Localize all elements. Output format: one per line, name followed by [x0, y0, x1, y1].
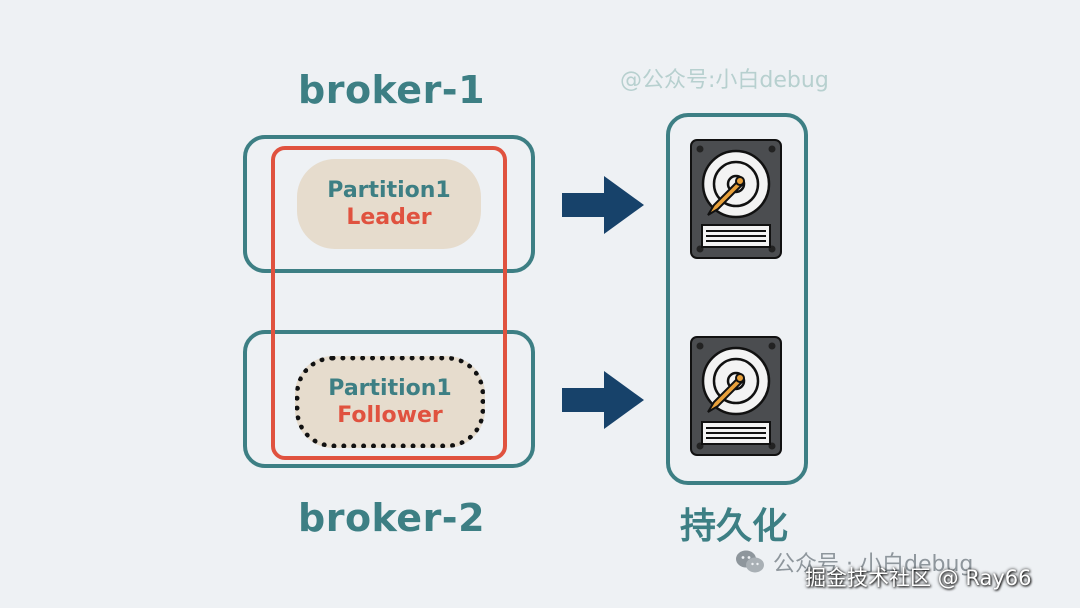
partition-follower-pill: Partition1 Follower	[295, 356, 485, 448]
credit-text: 掘金技术社区 @ Ray66	[805, 566, 1032, 590]
broker-1-title: broker-1	[298, 68, 486, 112]
partition-follower-name: Partition1	[328, 375, 452, 401]
hard-drive-icon	[690, 139, 782, 259]
storage-title: 持久化	[680, 506, 789, 547]
wechat-icon	[736, 550, 764, 573]
watermark-top: @公众号:小白debug	[620, 68, 829, 93]
storage-box	[666, 113, 808, 485]
partition-leader-role: Leader	[346, 205, 432, 230]
partition-follower-role: Follower	[337, 403, 443, 428]
broker-2-title: broker-2	[298, 496, 486, 540]
broker-1-box	[243, 135, 535, 273]
arrow-right-icon	[562, 371, 644, 429]
hard-drive-icon	[690, 336, 782, 456]
partition-leader-name: Partition1	[327, 177, 451, 203]
partition-group-frame	[271, 146, 507, 460]
wechat-label: 公众号 · 小白debug	[773, 552, 974, 577]
wechat-watermark: 公众号 · 小白debug	[735, 546, 973, 578]
partition-leader-pill: Partition1 Leader	[297, 159, 481, 249]
broker-2-box	[243, 330, 535, 468]
arrow-right-icon	[562, 176, 644, 234]
